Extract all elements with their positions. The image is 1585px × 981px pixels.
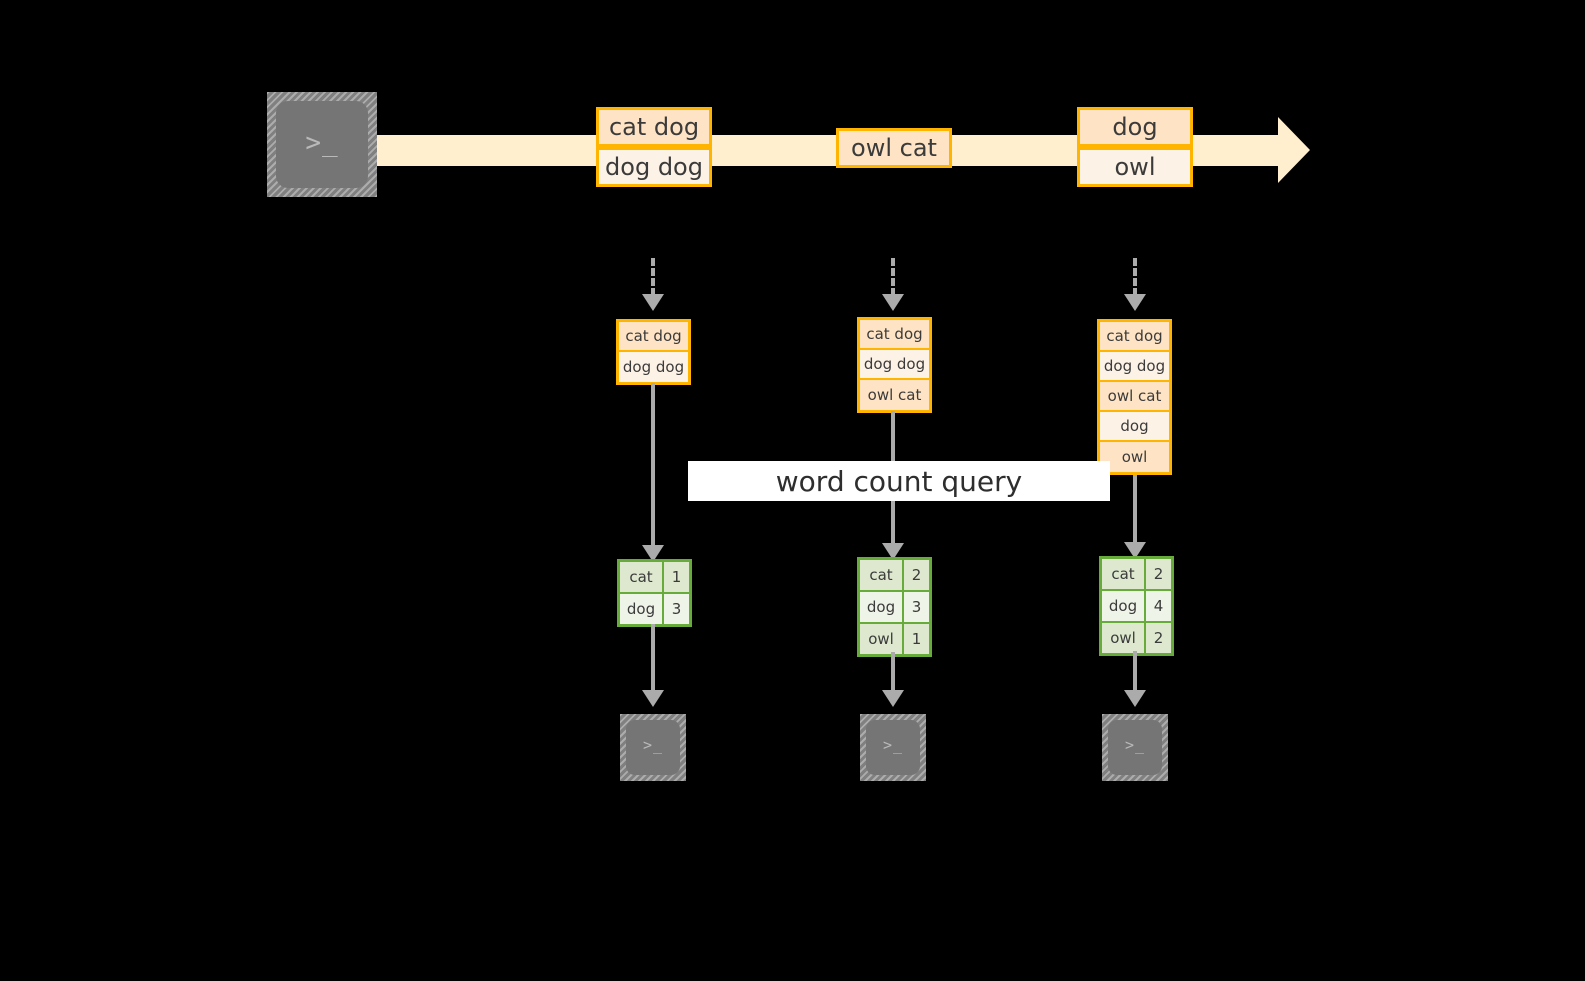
- source-terminal-icon: >_: [267, 92, 377, 197]
- result-count: 3: [664, 594, 689, 624]
- result-count: 1: [904, 624, 929, 654]
- result-count: 3: [904, 592, 929, 622]
- trigger-1-sink-arrowhead: [642, 690, 664, 707]
- trigger-3-dashed-arrowhead: [1124, 294, 1146, 311]
- trigger-2-query-arrowhead: [882, 543, 904, 560]
- trigger-3-query-line: [1133, 475, 1137, 555]
- trigger-1-dashed-arrowhead: [642, 294, 664, 311]
- stream-record-3-line-2: owl: [1077, 147, 1193, 187]
- terminal-screen: [276, 101, 368, 188]
- terminal-prompt-glyph: >_: [305, 127, 339, 158]
- trigger-3-dashed-line: [1133, 258, 1137, 296]
- result-word: cat: [860, 560, 904, 590]
- trigger-3-query-arrowhead: [1124, 542, 1146, 559]
- trigger-3-input-stack: cat dog dog dog owl cat dog owl: [1097, 319, 1172, 475]
- table-row: owl 2: [1102, 623, 1171, 653]
- table-row: owl 1: [860, 624, 929, 654]
- trigger-3-result-table: cat 2 dog 4 owl 2: [1099, 556, 1174, 656]
- stack-row: dog dog: [860, 350, 929, 380]
- table-row: dog 4: [1102, 591, 1171, 623]
- stack-row: owl cat: [860, 380, 929, 410]
- result-word: dog: [620, 594, 664, 624]
- result-word: owl: [1102, 623, 1146, 653]
- trigger-2-sink-terminal-icon: >_: [860, 714, 926, 781]
- stream-record-2-line-1: owl cat: [836, 128, 952, 168]
- stream-record-3-line-1: dog: [1077, 107, 1193, 147]
- trigger-1-sink-terminal-icon: >_: [620, 714, 686, 781]
- trigger-1-dashed-line: [651, 258, 655, 296]
- terminal-prompt-glyph: >_: [642, 736, 664, 754]
- terminal-prompt-glyph: >_: [882, 736, 904, 754]
- result-word: dog: [860, 592, 904, 622]
- trigger-2-dashed-line: [891, 258, 895, 296]
- table-row: cat 1: [620, 562, 689, 594]
- stack-row: dog: [1100, 412, 1169, 442]
- stack-row: cat dog: [1100, 322, 1169, 352]
- result-count: 4: [1146, 591, 1171, 621]
- stream-arrow-head: [1278, 117, 1310, 183]
- trigger-3-sink-arrowhead: [1124, 690, 1146, 707]
- stack-row: owl cat: [1100, 382, 1169, 412]
- stack-row: dog dog: [1100, 352, 1169, 382]
- trigger-2-dashed-arrowhead: [882, 294, 904, 311]
- table-row: cat 2: [860, 560, 929, 592]
- trigger-3-sink-line: [1133, 651, 1137, 694]
- trigger-2-sink-line: [891, 652, 895, 694]
- stream-record-1-line-2: dog dog: [596, 147, 712, 187]
- stack-row: cat dog: [619, 322, 688, 352]
- terminal-prompt-glyph: >_: [1124, 736, 1146, 754]
- result-count: 2: [904, 560, 929, 590]
- stack-row: cat dog: [860, 320, 929, 350]
- query-label-band: word count query: [688, 461, 1110, 501]
- trigger-2-result-table: cat 2 dog 3 owl 1: [857, 557, 932, 657]
- stream-record-1-line-1: cat dog: [596, 107, 712, 147]
- trigger-1-input-stack: cat dog dog dog: [616, 319, 691, 385]
- result-count: 2: [1146, 559, 1171, 589]
- result-word: owl: [860, 624, 904, 654]
- trigger-2-sink-arrowhead: [882, 690, 904, 707]
- trigger-1-result-table: cat 1 dog 3: [617, 559, 692, 627]
- table-row: cat 2: [1102, 559, 1171, 591]
- table-row: dog 3: [620, 594, 689, 624]
- result-word: cat: [620, 562, 664, 592]
- stack-row: owl: [1100, 442, 1169, 472]
- stack-row: dog dog: [619, 352, 688, 382]
- trigger-1-query-arrowhead: [642, 545, 664, 562]
- trigger-1-query-line: [651, 383, 655, 555]
- trigger-2-input-stack: cat dog dog dog owl cat: [857, 317, 932, 413]
- terminal-screen: [866, 720, 920, 775]
- trigger-3-sink-terminal-icon: >_: [1102, 714, 1168, 781]
- result-count: 2: [1146, 623, 1171, 653]
- result-count: 1: [664, 562, 689, 592]
- table-row: dog 3: [860, 592, 929, 624]
- query-label-text: word count query: [775, 464, 1023, 498]
- terminal-screen: [626, 720, 680, 775]
- terminal-screen: [1108, 720, 1162, 775]
- result-word: dog: [1102, 591, 1146, 621]
- trigger-1-sink-line: [651, 624, 655, 694]
- result-word: cat: [1102, 559, 1146, 589]
